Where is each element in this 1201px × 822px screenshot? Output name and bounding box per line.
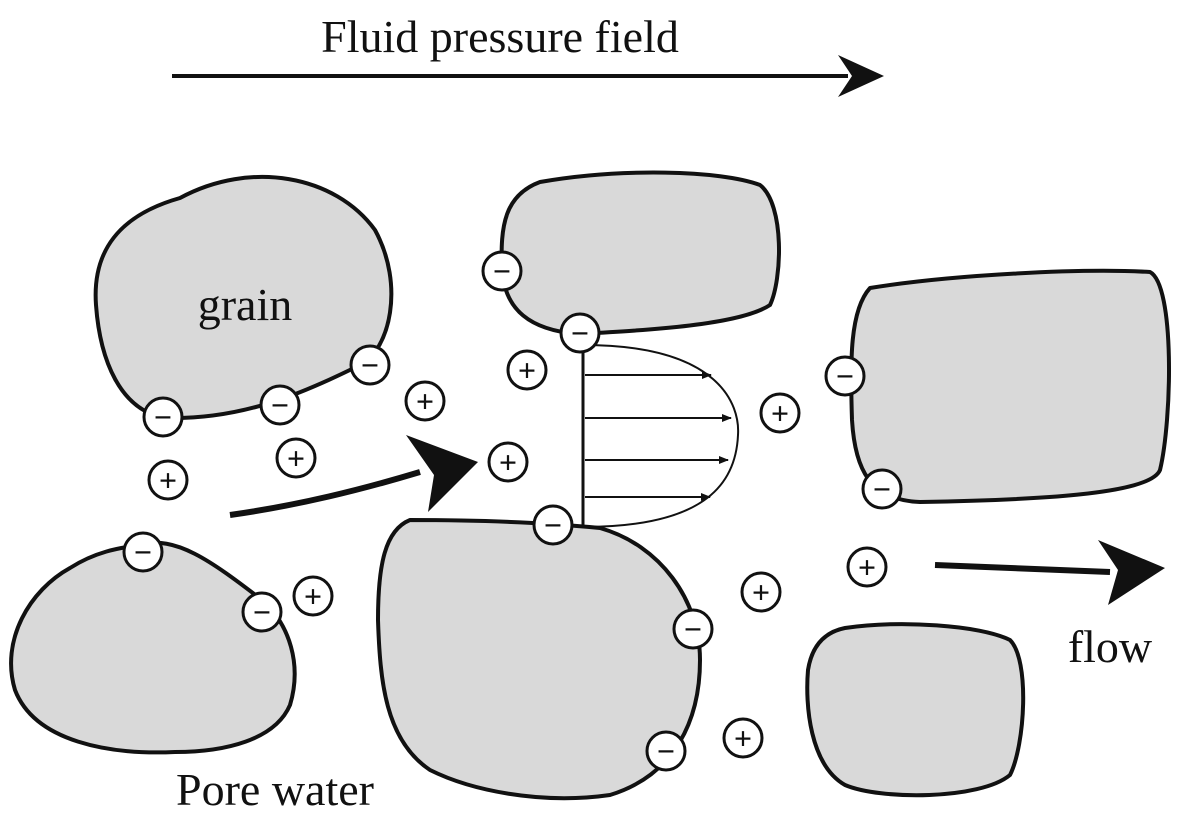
svg-text:−: − — [657, 733, 675, 769]
negative-ion: − — [532, 504, 574, 546]
svg-text:−: − — [873, 471, 891, 507]
negative-ion: − — [122, 531, 164, 573]
positive-ion: + — [722, 717, 764, 759]
svg-text:−: − — [544, 507, 562, 543]
svg-text:+: + — [416, 383, 434, 419]
negative-ion: − — [861, 468, 903, 510]
svg-text:+: + — [159, 462, 177, 498]
pore-water-label: Pore water — [176, 764, 374, 815]
positive-ion: + — [147, 459, 189, 501]
positive-ion: + — [404, 380, 446, 422]
negative-ion: − — [645, 730, 687, 772]
svg-text:−: − — [134, 534, 152, 570]
svg-text:−: − — [361, 347, 379, 383]
positive-ion: + — [487, 441, 529, 483]
svg-text:−: − — [271, 387, 289, 423]
grain-right — [849, 268, 1171, 504]
svg-text:−: − — [253, 594, 271, 630]
svg-text:−: − — [493, 253, 511, 289]
negative-ion: − — [349, 344, 391, 386]
svg-text:+: + — [287, 440, 305, 476]
svg-text:+: + — [518, 352, 536, 388]
grain-bottom-right — [805, 622, 1026, 798]
grain-top-center — [499, 170, 781, 336]
title-text: Fluid pressure field — [321, 11, 679, 62]
svg-text:+: + — [771, 395, 789, 431]
positive-ion: + — [740, 571, 782, 613]
flow-label: flow — [1068, 621, 1153, 672]
svg-text:−: − — [684, 611, 702, 647]
negative-ion: − — [481, 250, 523, 292]
inflow-arrow — [229, 435, 478, 518]
svg-text:+: + — [858, 549, 876, 585]
outflow-arrow — [934, 540, 1165, 605]
svg-text:+: + — [499, 444, 517, 480]
grain-bottom-center — [376, 518, 702, 801]
negative-ion: − — [559, 312, 601, 354]
negative-ion: − — [824, 355, 866, 397]
svg-text:−: − — [836, 358, 854, 394]
negative-ion: − — [672, 608, 714, 650]
negative-ion: − — [142, 396, 184, 438]
svg-text:+: + — [734, 720, 752, 756]
svg-text:+: + — [304, 578, 322, 614]
svg-text:+: + — [752, 574, 770, 610]
svg-text:−: − — [154, 399, 172, 435]
pressure-field-arrow — [172, 55, 884, 97]
positive-ion: + — [275, 437, 317, 479]
velocity-profile — [581, 344, 740, 528]
positive-ion: + — [292, 575, 334, 617]
grain-label: grain — [198, 279, 293, 330]
positive-ion: + — [846, 546, 888, 588]
grain-bottom-left — [9, 540, 297, 755]
positive-ion: + — [506, 349, 548, 391]
svg-text:−: − — [571, 315, 589, 351]
negative-ion: − — [241, 591, 283, 633]
negative-ion: − — [259, 384, 301, 426]
positive-ion: + — [759, 392, 801, 434]
